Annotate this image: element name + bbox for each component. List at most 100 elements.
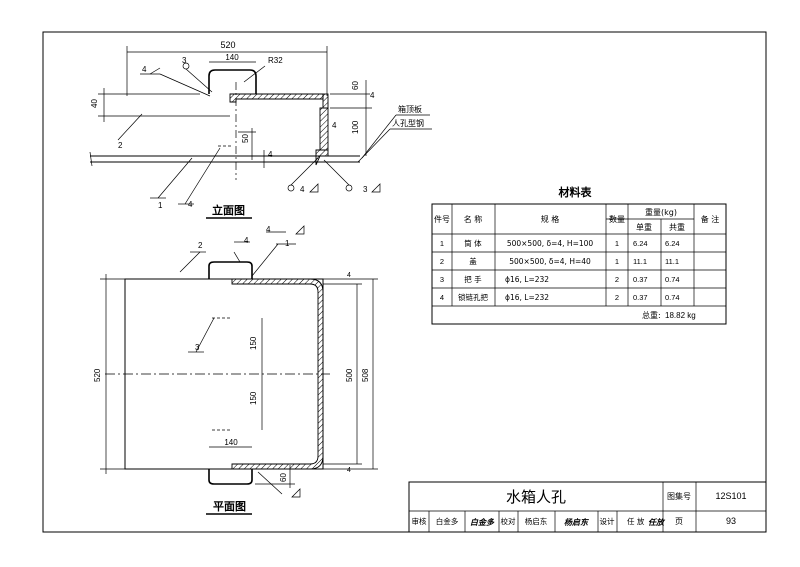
cell-no: 1 xyxy=(440,239,444,248)
label-top-plate: 箱顶板 xyxy=(398,104,422,114)
title-block: 水箱人孔 图集号 12S101 审核 白金多 白金多 校对 杨启东 杨启东 设计… xyxy=(408,481,767,533)
sheet-border xyxy=(42,31,767,533)
review-signature: 白金多 xyxy=(470,517,495,527)
design-label: 设计 xyxy=(600,516,615,526)
plan-callout-2: 2 xyxy=(198,241,203,250)
table-row: 2 盖 500×500, δ=4, H=40 1 11.1 11.1 xyxy=(440,256,679,266)
callout-3-top: 3 xyxy=(182,56,187,65)
cell-total: 0.74 xyxy=(665,275,680,284)
cell-spec: 500×500, δ=4, H=100 xyxy=(507,239,594,248)
dim-520: 520 xyxy=(220,40,235,50)
header-weight: 重量(kg) xyxy=(645,207,677,217)
cell-spec: ϕ16, L=232 xyxy=(505,275,549,284)
dim-r32: R32 xyxy=(268,56,283,65)
plan-dim-4a: 4 xyxy=(347,272,351,279)
header-spec: 规 格 xyxy=(541,214,560,224)
cell-qty: 1 xyxy=(615,239,619,248)
plan-callout-4-mid: 4 xyxy=(266,225,271,234)
plan-dim-150b: 150 xyxy=(249,391,258,405)
header-no: 件号 xyxy=(434,214,450,224)
body-wall xyxy=(319,107,329,151)
callout-2: 2 xyxy=(118,141,123,150)
dim-4c: 4 xyxy=(268,150,273,159)
table-row: 1 筒 体 500×500, δ=4, H=100 1 6.24 6.24 xyxy=(440,238,680,248)
check-name: 杨启东 xyxy=(525,516,548,526)
cell-no: 3 xyxy=(440,275,444,284)
header-name: 名 称 xyxy=(464,214,483,224)
dim-4b: 4 xyxy=(332,121,337,130)
cell-qty: 1 xyxy=(615,257,619,266)
callout-1: 1 xyxy=(158,201,163,210)
drawing-title: 水箱人孔 xyxy=(506,488,566,506)
cell-spec: 500×500, δ=4, H=40 xyxy=(509,257,591,266)
elevation-title: 立面图 xyxy=(212,203,245,217)
design-name: 任 放 xyxy=(627,516,645,526)
lid-handle xyxy=(208,69,257,94)
cell-no: 4 xyxy=(440,293,444,302)
dim-100: 100 xyxy=(351,120,360,134)
cell-qty: 2 xyxy=(615,275,619,284)
check-signature: 杨启东 xyxy=(564,518,589,527)
cell-unit: 0.37 xyxy=(633,293,648,302)
cell-name: 筒 体 xyxy=(464,238,482,248)
cell-qty: 2 xyxy=(615,293,619,302)
header-remark: 备 注 xyxy=(701,214,720,224)
callout-4-bottom: 4 xyxy=(300,185,305,194)
dim-40: 40 xyxy=(90,99,99,108)
elevation-view: 520 140 R32 40 60 10 xyxy=(89,40,432,219)
plan-callout-1: 1 xyxy=(285,239,290,248)
total-value: 18.82 kg xyxy=(665,311,696,320)
plan-dim-140: 140 xyxy=(224,438,238,447)
plan-handle-bottom xyxy=(208,469,253,485)
atlas-number: 12S101 xyxy=(715,491,746,501)
total-label: 总重: xyxy=(642,310,661,320)
plan-dim-4b: 4 xyxy=(347,467,351,474)
header-unit: 单重 xyxy=(636,222,652,232)
callout-3-bottom: 3 xyxy=(363,185,368,194)
cell-total: 11.1 xyxy=(665,257,679,266)
plan-dim-508: 508 xyxy=(361,368,370,382)
check-label: 校对 xyxy=(501,516,516,526)
dim-4a: 4 xyxy=(370,91,375,100)
cell-name: 把 手 xyxy=(464,274,482,284)
callout-4-top: 4 xyxy=(142,65,147,74)
cell-total: 6.24 xyxy=(665,239,680,248)
lid-plate xyxy=(229,93,324,103)
dim-50: 50 xyxy=(241,134,250,143)
plan-dim-520: 520 xyxy=(93,368,102,382)
page-number: 93 xyxy=(726,516,736,526)
table-row: 4 锁链孔把 ϕ16, L=232 2 0.37 0.74 xyxy=(440,292,680,302)
plan-body-wall xyxy=(231,278,324,470)
cell-no: 2 xyxy=(440,257,444,266)
plan-callout-4-top: 4 xyxy=(244,236,249,245)
plan-dim-500: 500 xyxy=(345,368,354,382)
plan-handle-top xyxy=(208,261,253,279)
plan-view: 520 150 150 500 508 4 4 140 60 2 4 1 4 3 xyxy=(93,225,378,515)
label-manhole-steel: 人孔型钢 xyxy=(392,118,424,128)
design-signature: 任放 xyxy=(648,518,666,527)
review-name: 白金多 xyxy=(436,516,459,526)
plan-callout-3: 3 xyxy=(195,343,200,352)
materials-table: 材料表 件号 名 称 规 格 数量 重量(kg) 单重 共重 备 注 1 筒 体… xyxy=(431,185,727,325)
callout-4-left: 4 xyxy=(188,200,193,209)
materials-title: 材料表 xyxy=(559,185,593,199)
table-row: 3 把 手 ϕ16, L=232 2 0.37 0.74 xyxy=(440,274,680,284)
cell-spec: ϕ16, L=232 xyxy=(505,293,549,302)
header-qty: 数量 xyxy=(609,214,625,224)
cell-unit: 11.1 xyxy=(633,257,647,266)
cell-unit: 0.37 xyxy=(633,275,648,284)
atlas-label: 图集号 xyxy=(667,491,691,501)
dim-60: 60 xyxy=(351,81,360,90)
cell-total: 0.74 xyxy=(665,293,680,302)
plan-dim-150a: 150 xyxy=(249,336,258,350)
review-label: 审核 xyxy=(412,516,427,526)
dim-140: 140 xyxy=(225,53,239,62)
cell-name: 锁链孔把 xyxy=(458,292,488,302)
plan-title: 平面图 xyxy=(213,500,246,513)
page-label: 页 xyxy=(675,517,683,526)
plan-dim-60: 60 xyxy=(279,473,288,482)
header-total: 共重 xyxy=(669,222,685,232)
cell-unit: 6.24 xyxy=(633,239,648,248)
cell-name: 盖 xyxy=(469,256,477,266)
